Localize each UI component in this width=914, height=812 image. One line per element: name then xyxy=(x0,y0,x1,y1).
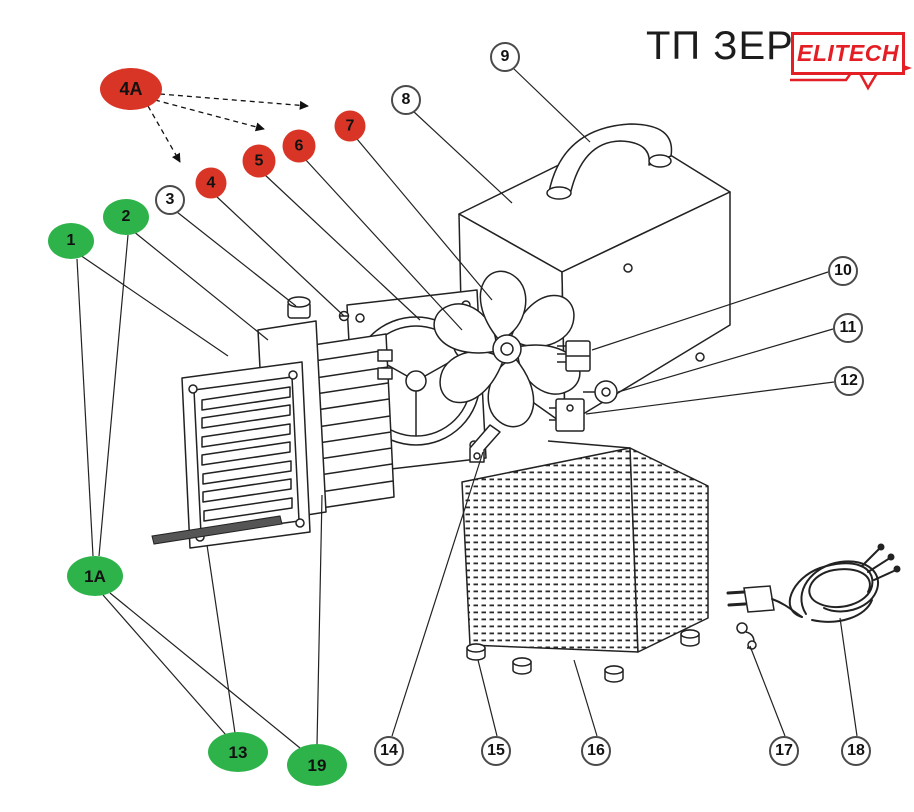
callout-17: 17 xyxy=(769,736,799,766)
callout-7: 7 xyxy=(334,110,366,142)
carry-handle xyxy=(546,123,673,200)
callout-3: 3 xyxy=(155,185,185,215)
callout-19: 19 xyxy=(287,744,347,786)
callout-2: 2 xyxy=(103,199,149,235)
power-cord xyxy=(726,543,901,623)
power-switch xyxy=(557,340,591,372)
callout-5: 5 xyxy=(242,144,276,178)
callout-4: 4 xyxy=(195,167,227,199)
seal-strip xyxy=(151,515,283,545)
callout-14: 14 xyxy=(374,736,404,766)
callout-1: 1 xyxy=(48,223,94,259)
callout-18: 18 xyxy=(841,736,871,766)
rubber-feet xyxy=(466,629,700,683)
screw-location-arrows xyxy=(147,93,309,163)
brand-name: ELITECH xyxy=(797,40,899,66)
callout-12: 12 xyxy=(834,366,864,396)
leader-lines xyxy=(76,67,858,749)
callout-13: 13 xyxy=(208,732,268,772)
base-chassis xyxy=(461,440,709,653)
callout-16: 16 xyxy=(581,736,611,766)
callout-8: 8 xyxy=(391,85,421,115)
callout-1a: 1A xyxy=(67,556,123,596)
cord-grommet xyxy=(736,622,757,650)
fan-blade xyxy=(433,270,581,428)
callout-4a: 4A xyxy=(100,68,162,110)
diagram-title: ТП ЗЕР xyxy=(646,24,794,68)
thermostat-knob xyxy=(583,380,618,404)
callout-6: 6 xyxy=(282,129,316,163)
air-grille xyxy=(181,361,311,549)
thermostat xyxy=(549,398,585,432)
brand-logo: ELITECH xyxy=(791,32,905,75)
thermal-cutout xyxy=(287,296,311,319)
callout-15: 15 xyxy=(481,736,511,766)
callout-11: 11 xyxy=(833,313,863,343)
mounting-bracket xyxy=(469,424,501,463)
callout-9: 9 xyxy=(490,42,520,72)
callout-10: 10 xyxy=(828,256,858,286)
